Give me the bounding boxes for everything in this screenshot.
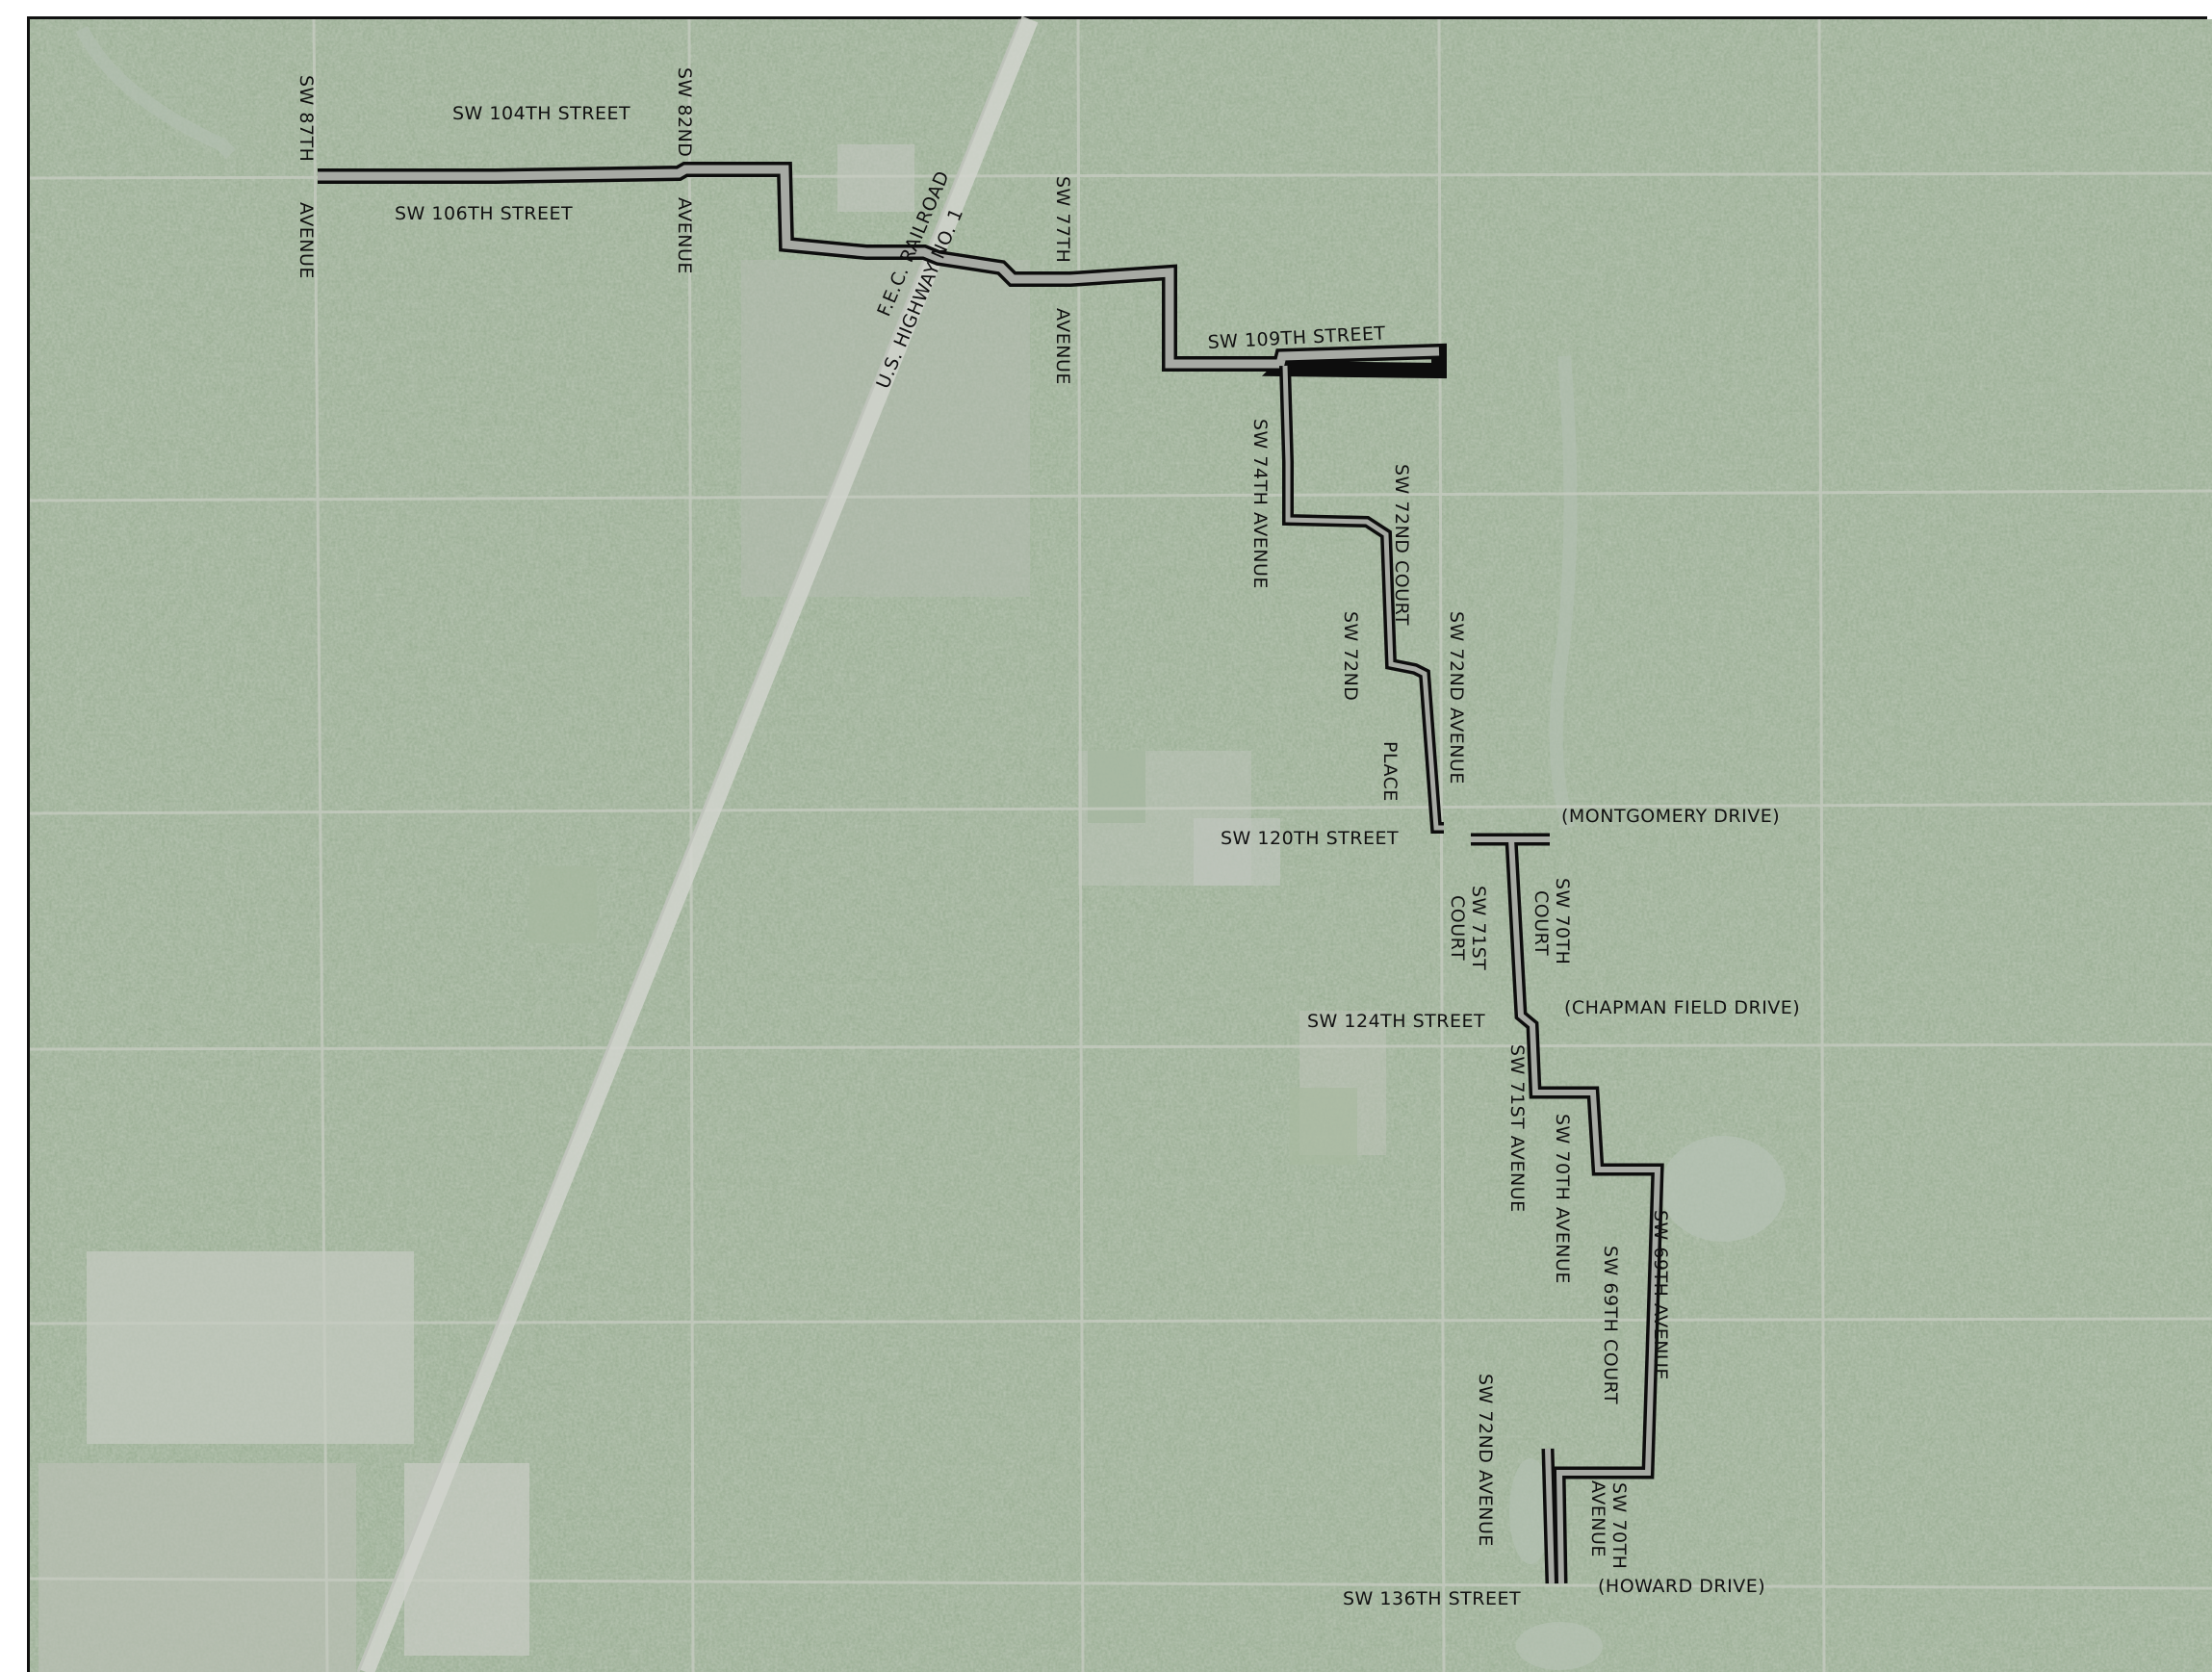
label-avenue-87: AVENUE: [296, 202, 317, 279]
label-sw-106th-street: SW 106TH STREET: [395, 203, 573, 224]
label-sw-104th-street: SW 104TH STREET: [452, 103, 630, 124]
label-sw-71st-court-b: COURT: [1447, 895, 1468, 961]
label-sw-70th-court-a: SW 70TH: [1552, 878, 1573, 965]
label-sw-70th-avenue-s-a: SW 70TH: [1608, 1482, 1630, 1569]
label-sw-69th-court: SW 69TH COURT: [1600, 1246, 1621, 1404]
label-sw-70th-avenue: SW 70TH AVENUE: [1552, 1114, 1573, 1284]
label-sw-72nd-avenue-north: SW 72ND AVENUE: [1446, 611, 1467, 785]
label-sw-87th: SW 87TH: [296, 75, 317, 162]
label-sw-71st-avenue: SW 71ST AVENUE: [1506, 1044, 1528, 1213]
label-sw-70th-avenue-s-b: AVENUE: [1587, 1480, 1608, 1557]
label-chapman-field-drive: (CHAPMAN FIELD DRIVE): [1564, 997, 1800, 1018]
label-sw-136th-street: SW 136TH STREET: [1343, 1588, 1521, 1609]
label-montgomery-drive: (MONTGOMERY DRIVE): [1561, 806, 1780, 827]
label-sw-69th-avenue: SW 69TH AVENUE: [1650, 1210, 1671, 1380]
project-route[interactable]: [318, 162, 1664, 1584]
label-sw-71st-court-a: SW 71ST: [1468, 886, 1489, 970]
label-sw-72nd-court: SW 72ND COURT: [1391, 464, 1412, 626]
label-howard-drive: (HOWARD DRIVE): [1598, 1576, 1765, 1597]
label-sw-70th-court-b: COURT: [1530, 890, 1552, 956]
label-sw-77th: SW 77TH: [1052, 176, 1073, 263]
label-sw-74th-avenue: SW 74TH AVENUE: [1249, 419, 1271, 589]
aerial-imagery: [29, 15, 2212, 1672]
label-sw-124th-street: SW 124TH STREET: [1307, 1011, 1485, 1032]
label-sw-72nd-place-b: PLACE: [1379, 741, 1401, 802]
label-sw-72nd-place-a: SW 72ND: [1340, 611, 1361, 701]
label-sw-82nd: SW 82ND: [674, 67, 695, 157]
label-sw-120th-street: SW 120TH STREET: [1221, 828, 1399, 849]
label-avenue-77: AVENUE: [1052, 308, 1073, 385]
label-sw-72nd-avenue-south: SW 72ND AVENUE: [1475, 1374, 1496, 1547]
label-avenue-82: AVENUE: [674, 197, 695, 274]
